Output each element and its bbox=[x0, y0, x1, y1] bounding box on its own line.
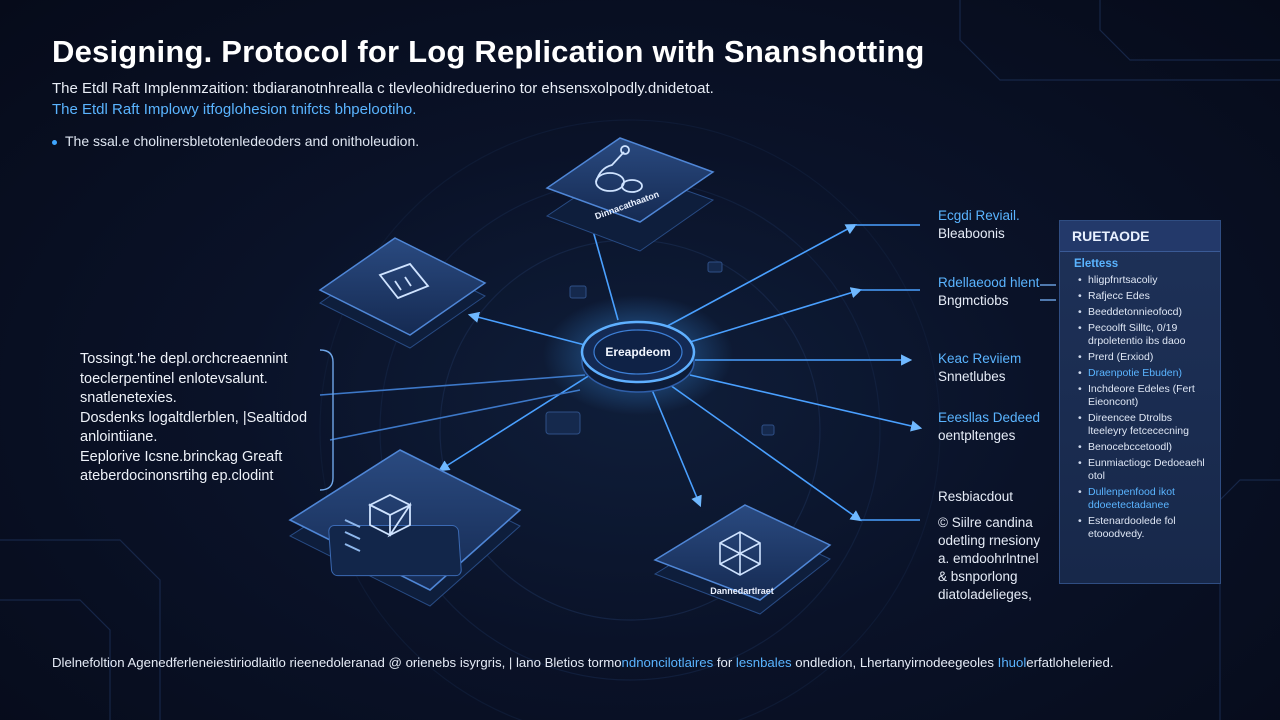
intro-bullet: The ssal.e cholinersbletotenledeoders an… bbox=[52, 133, 419, 149]
right-label-2-title: Rdellaeood hlent bbox=[938, 275, 1040, 290]
left-note-line: Eeplorive Icsne.brinckag Greaft bbox=[80, 448, 283, 465]
node-top-card: Dinnacathaaton bbox=[545, 137, 715, 252]
footer-highlight: Ihuol bbox=[997, 655, 1027, 670]
right-label-3-title: Keac Reviiem bbox=[938, 351, 1022, 366]
right-note-line: odetling rnesiony bbox=[938, 533, 1041, 548]
bullet-dot-icon bbox=[52, 139, 57, 145]
node-left-bottom-card bbox=[288, 449, 522, 607]
intro-bullet-text: The ssal.e cholinersbletotenledeoders an… bbox=[65, 133, 420, 149]
left-notes: Tossingt.'he depl.orchcreaennint toecler… bbox=[80, 350, 335, 487]
left-note-line: snatlenetexies. bbox=[80, 390, 177, 406]
left-note-line: Tossingt.'he depl.orchcreaennint bbox=[80, 351, 288, 367]
right-label-5: Resbiacdout bbox=[938, 488, 1013, 506]
right-label-1-sub: Bleaboonis bbox=[938, 226, 1005, 241]
left-note-line: ateberdocinonsrtihg ep.clodint bbox=[80, 468, 274, 484]
database-icon bbox=[595, 145, 643, 193]
footer-part: for bbox=[713, 655, 736, 670]
footer-caption: Dlelnefoltion Agenedferleneiestiriodlait… bbox=[52, 655, 1114, 670]
footer-part: Dlelnefoltion Agenedferleneiestiriodlait… bbox=[52, 655, 622, 670]
left-note-line: toeclerpentinel enlotevsalunt. bbox=[80, 370, 268, 387]
footer-highlight: ndnoncilotlaires bbox=[621, 655, 714, 670]
right-label-5-title: Resbiacdout bbox=[938, 489, 1014, 504]
panel-item: Estenardoolede fol etooodvedy. bbox=[1078, 515, 1214, 541]
edge-right-5 bbox=[669, 384, 862, 522]
right-label-2: Rdellaeood hlent Bngmctiobs bbox=[938, 274, 1039, 310]
right-label-1-title: Ecgdi Reviail. bbox=[938, 208, 1020, 223]
panel-ticks bbox=[1040, 284, 1056, 301]
panel-item: Pecoolft Silltc, 0/19 drpoletentio ibs d… bbox=[1078, 322, 1214, 348]
panel-item: Inchdeore Edeles (Fert Eieoncont) bbox=[1078, 383, 1214, 409]
footer-part: erfatloheleried. bbox=[1026, 655, 1114, 670]
footer-part: ondledion, Lhertanyirnodeegeoles bbox=[791, 655, 998, 670]
right-label-1: Ecgdi Reviail. Bleaboonis bbox=[938, 207, 1020, 243]
panel-item: Draenpotie Ebuden) bbox=[1078, 367, 1214, 380]
panel-item: Direencee Dtrolbs lteeleyry fetcececning bbox=[1078, 412, 1214, 438]
footer-highlight: lesnbales bbox=[735, 655, 792, 670]
hub-label: Ereapdeom bbox=[605, 345, 670, 359]
panel-item: Benocebccetoodl) bbox=[1078, 441, 1214, 454]
decorative-cubes bbox=[545, 261, 775, 436]
panel-item: hligpfnrtsacoliy bbox=[1078, 274, 1214, 287]
right-label-4-title: Eeesllas Dedeed bbox=[938, 410, 1041, 425]
panel-item: Eunmiactiogc Dedoeaehl otol bbox=[1078, 457, 1214, 483]
node-bottom-right-card: Dannedartlraet bbox=[653, 504, 832, 615]
right-note-line: & bsnporlong bbox=[938, 569, 1018, 584]
subtitle-line-2: The Etdl Raft Implowy itfoglohesion tnif… bbox=[52, 101, 417, 118]
hub-node: Ereapdeom bbox=[543, 295, 733, 415]
page-title: Designing. Protocol for Log Replication … bbox=[52, 34, 925, 69]
panel-list: hligpfnrtsacoliy Rafjecc Edes Beeddetonn… bbox=[1060, 274, 1220, 541]
server-lines bbox=[344, 519, 361, 552]
details-panel: RUETAODE Elettess hligpfnrtsacoliy Rafje… bbox=[1059, 220, 1221, 584]
panel-item: Rafjecc Edes bbox=[1078, 290, 1214, 303]
panel-item: Dullenpenfood ikot ddoeetectadanee bbox=[1078, 486, 1214, 512]
right-label-3: Keac Reviiem Snnetlubes bbox=[938, 350, 1021, 386]
left-note-line: Dosdenks logaltdlerblen, |Sealtidod bbox=[80, 409, 308, 426]
left-note-line: anlointiiane. bbox=[80, 429, 158, 445]
server-box-icon bbox=[367, 493, 413, 538]
node-left-top-card bbox=[318, 237, 487, 349]
bottom-right-card-label: Dannedartlraet bbox=[710, 586, 774, 596]
right-label-2-sub: Bngmctiobs bbox=[938, 293, 1009, 308]
right-label-4-sub: oentpltenges bbox=[938, 428, 1016, 443]
panel-subheader: Elettess bbox=[1074, 258, 1119, 270]
polyhedron-icon bbox=[719, 531, 761, 576]
right-note-line: © Siilre candina bbox=[938, 515, 1033, 530]
right-note-line: diatoladelieges, bbox=[938, 587, 1032, 602]
panel-item: Beeddetonnieofocd) bbox=[1078, 306, 1214, 319]
right-notes: © Siilre candina odetling rnesiony a. em… bbox=[938, 514, 1040, 604]
left-bracket bbox=[319, 349, 334, 491]
right-label-4: Eeesllas Dedeed oentpltenges bbox=[938, 409, 1040, 445]
subtitle-line-1: The Etdl Raft Implenmzaition: tbdiaranot… bbox=[52, 80, 714, 97]
panel-header: RUETAODE bbox=[1060, 221, 1220, 252]
document-icon bbox=[378, 262, 430, 300]
right-note-line: a. emdoohrlntnel bbox=[938, 551, 1039, 566]
edge-right-4 bbox=[689, 374, 923, 432]
right-label-3-sub: Snnetlubes bbox=[938, 369, 1006, 384]
panel-item: Prerd (Erxiod) bbox=[1078, 351, 1214, 364]
